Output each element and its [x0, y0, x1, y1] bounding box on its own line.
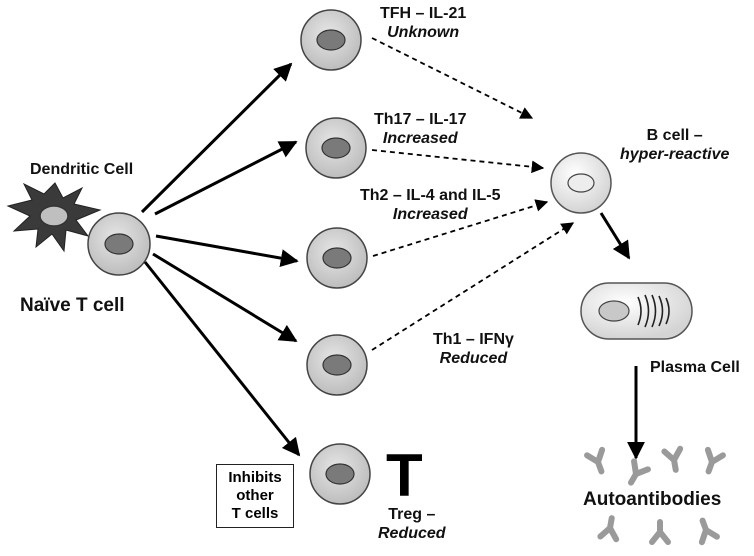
antibody-icon	[628, 458, 651, 486]
th2-status: Increased	[392, 206, 468, 223]
arrow-bcell-to-plasma	[599, 212, 631, 260]
arrow-to-th17	[154, 140, 298, 216]
inhibits-other-t-cells-box: Inhibits other T cells	[216, 464, 294, 528]
arrow-to-tfh	[140, 62, 293, 214]
th17-status: Increased	[382, 130, 458, 147]
b-cell	[550, 152, 612, 214]
naive-t-cell	[87, 212, 151, 276]
signal-th2-to-bcell	[372, 199, 549, 257]
differentiation-arrows	[140, 62, 301, 457]
antibody-icon	[584, 446, 606, 475]
antibody-icon	[597, 515, 620, 543]
naive-t-cell-label: Naïve T cell	[20, 295, 125, 316]
antibody-icon	[661, 445, 684, 473]
treg-inhibition-symbol: T	[386, 442, 423, 509]
inhibits-line-1: Inhibits	[228, 469, 282, 486]
plasma-cell-label: Plasma Cell	[650, 359, 740, 376]
treg-name: Treg –	[388, 506, 436, 523]
antibody-icon	[704, 446, 726, 475]
autoantibodies-label: Autoantibodies	[583, 489, 722, 510]
signal-th1-to-bcell	[371, 222, 575, 351]
arrow-to-th2	[155, 234, 299, 268]
inhibits-line-2: other	[236, 487, 274, 504]
signal-th17-to-bcell	[371, 149, 545, 174]
antibody-icon	[649, 519, 671, 545]
treg-status: Reduced	[378, 525, 446, 542]
th17-name: Th17 – IL-17	[374, 111, 467, 128]
th1-status: Reduced	[439, 350, 508, 367]
tfh-label: TFH – IL-21 Unknown	[380, 4, 466, 42]
inhibits-line-3: T cells	[231, 505, 279, 522]
th2-name: Th2 – IL-4 and IL-5	[360, 187, 501, 204]
signal-tfh-to-bcell	[371, 37, 534, 119]
bcell-name: B cell –	[646, 127, 703, 144]
dendritic-nucleus	[39, 205, 69, 227]
tfh-cell	[300, 9, 362, 71]
th2-label: Th2 – IL-4 and IL-5 Increased	[360, 186, 500, 224]
antibody-icons	[584, 445, 726, 546]
th2-cell	[306, 227, 368, 289]
antibody-icon	[698, 517, 720, 546]
arrow-to-th1	[152, 252, 298, 343]
th1-name: Th1 – IFNγ	[433, 331, 514, 348]
cytokine-signal-arrows	[371, 37, 575, 351]
arrow-to-treg	[143, 261, 301, 457]
tfh-status: Unknown	[387, 24, 460, 41]
dendritic-cell-label: Dendritic Cell	[30, 161, 134, 178]
tfh-name: TFH – IL-21	[380, 5, 467, 22]
bcell-label: B cell – hyper-reactive	[620, 126, 729, 164]
treg-label: Treg – Reduced	[378, 505, 446, 543]
th1-cell	[306, 334, 368, 396]
th1-label: Th1 – IFNγ Reduced	[433, 330, 514, 368]
th17-cell	[305, 117, 367, 179]
treg-cell	[309, 443, 371, 505]
plasma-cell	[580, 282, 693, 340]
th17-label: Th17 – IL-17 Increased	[374, 110, 466, 148]
bcell-status: hyper-reactive	[620, 146, 730, 163]
